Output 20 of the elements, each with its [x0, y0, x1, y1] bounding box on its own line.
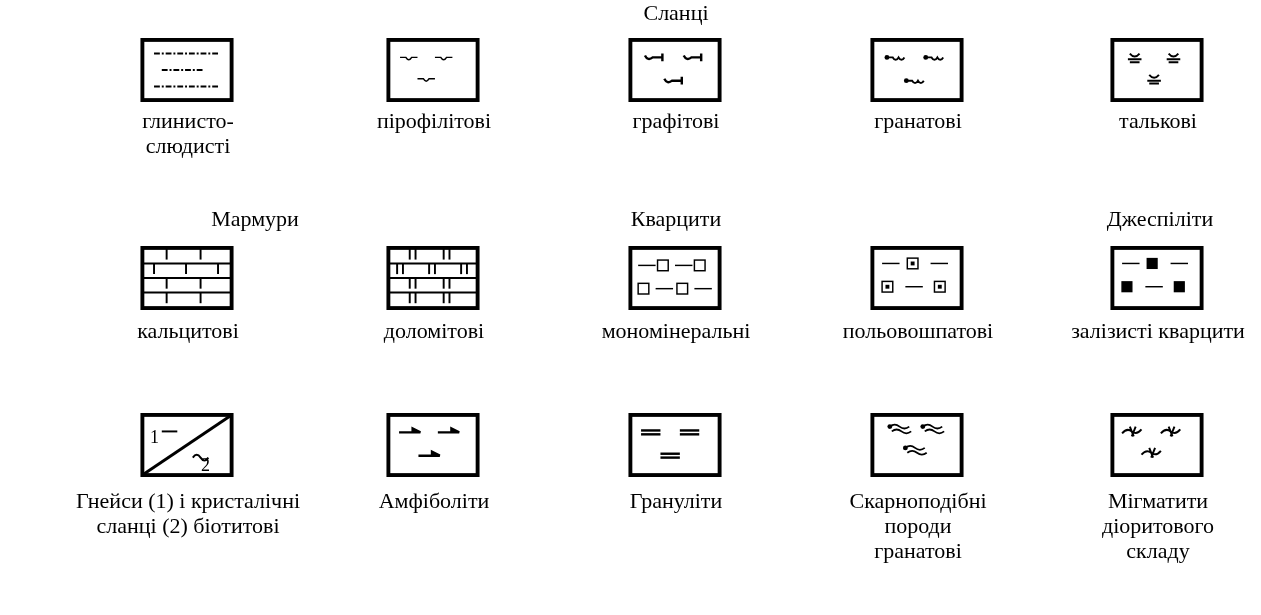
group-heading: Кварцити [629, 206, 723, 231]
legend-label: Скарноподібні породи гранатові [848, 488, 988, 563]
legend-label: польовошпатові [841, 318, 995, 343]
group-heading: Сланці [642, 0, 710, 25]
legend-label: пірофілітові [375, 108, 493, 133]
callout-number: 1 [150, 428, 159, 446]
group-heading: Джеспіліти [1105, 206, 1215, 231]
legend-label: кальцитові [136, 318, 240, 343]
legend-label: Амфіболіти [377, 488, 491, 513]
legend-label: глинисто-слюдисті [141, 108, 235, 158]
legend-label: доломітові [382, 318, 486, 343]
legend-label: Гнейси (1) і кристалічні сланці (2) біотитові [74, 488, 302, 538]
legend-label: Грануліти [628, 488, 724, 513]
legend-label: талькові [1118, 108, 1198, 133]
legend-label: графітові [631, 108, 721, 133]
legend-label: гранатові [873, 108, 963, 133]
group-heading: Мармури [210, 206, 300, 231]
legend-label: Мігматити діоритового складу [1100, 488, 1216, 563]
legend-label: залізисті кварцити [1070, 318, 1246, 343]
legend-label: мономінеральні [600, 318, 752, 343]
